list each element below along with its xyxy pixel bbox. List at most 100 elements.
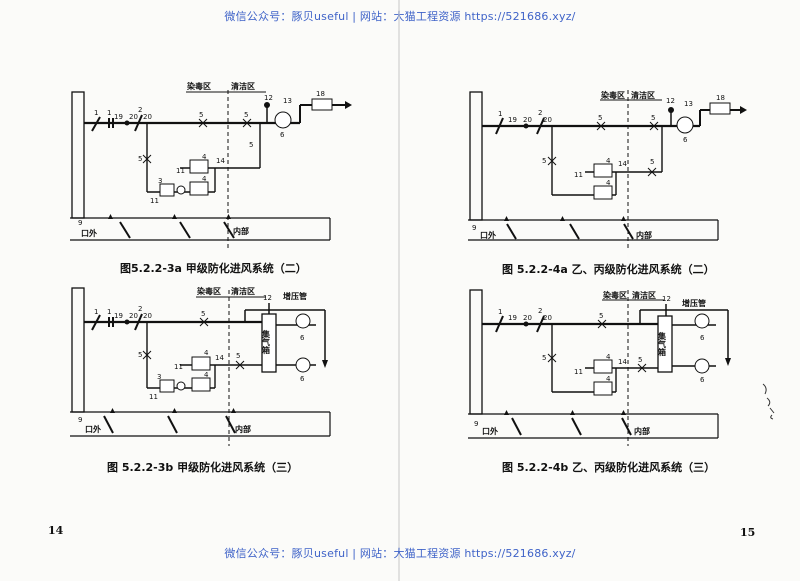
caption-4b: 图 5.2.2-4b 乙、丙级防化进风系统（三）	[502, 461, 716, 474]
svg-text:4: 4	[202, 175, 207, 183]
svg-text:集气箱: 集气箱	[657, 331, 667, 357]
svg-text:2: 2	[138, 305, 142, 313]
svg-text:19: 19	[508, 116, 517, 124]
svg-text:集气箱: 集气箱	[261, 329, 271, 355]
caption-3a: 图5.2.2-3a 甲级防化进风系统（二）	[120, 262, 307, 275]
svg-text:5: 5	[651, 114, 655, 122]
svg-text:口外: 口外	[480, 230, 496, 240]
svg-text:5: 5	[542, 157, 546, 165]
svg-text:内部: 内部	[233, 226, 249, 236]
box-18	[311, 98, 333, 111]
page-spine	[398, 0, 400, 581]
svg-text:6: 6	[300, 334, 305, 342]
svg-text:11: 11	[174, 363, 183, 371]
svg-text:清洁区: 清洁区	[632, 290, 656, 300]
svg-text:20: 20	[523, 314, 532, 322]
diagram-4b: 染毒区 清洁区 集气箱 1 19 20 2 20 5 12 增压管 6 6 5 …	[400, 200, 800, 460]
svg-text:4: 4	[606, 353, 611, 361]
scan-mark	[762, 383, 775, 420]
svg-text:5: 5	[598, 114, 602, 122]
svg-text:9: 9	[78, 219, 82, 227]
zone-clean: 清洁区	[231, 81, 255, 91]
svg-text:19: 19	[508, 314, 517, 322]
svg-text:5: 5	[650, 158, 654, 166]
svg-text:20: 20	[129, 312, 138, 320]
svg-text:5: 5	[201, 310, 205, 318]
svg-text:3: 3	[157, 373, 161, 381]
fan-6	[274, 111, 292, 129]
svg-text:9: 9	[472, 224, 476, 232]
svg-text:染毒区: 染毒区	[600, 90, 625, 100]
svg-text:清洁区: 清洁区	[231, 286, 255, 296]
svg-text:20: 20	[143, 113, 152, 121]
svg-text:11: 11	[574, 368, 583, 376]
svg-text:6: 6	[280, 131, 285, 139]
svg-text:11: 11	[176, 167, 185, 175]
diagram-3a: 染毒区 清洁区 1 1 19 20 2 20 5 5 12 13 18 6 5 …	[0, 0, 400, 260]
svg-text:增压管: 增压管	[682, 298, 706, 308]
svg-text:1: 1	[498, 308, 502, 316]
svg-text:4: 4	[606, 375, 611, 383]
svg-text:4: 4	[204, 349, 209, 357]
zone-dirty: 染毒区	[186, 81, 211, 91]
caption-3b: 图 5.2.2-3b 甲级防化进风系统（三）	[107, 461, 299, 474]
svg-text:2: 2	[138, 106, 142, 114]
svg-text:1: 1	[94, 109, 98, 117]
svg-text:20: 20	[523, 116, 532, 124]
svg-text:14: 14	[618, 160, 627, 168]
svg-text:11: 11	[149, 393, 158, 401]
svg-text:4: 4	[606, 157, 611, 165]
svg-text:1: 1	[94, 308, 98, 316]
svg-text:13: 13	[283, 97, 292, 105]
svg-text:口外: 口外	[482, 426, 498, 436]
svg-text:5: 5	[236, 352, 240, 360]
svg-text:18: 18	[316, 90, 325, 98]
svg-text:14: 14	[215, 354, 224, 362]
svg-text:13: 13	[684, 100, 693, 108]
svg-text:5: 5	[249, 141, 253, 149]
svg-text:染毒区: 染毒区	[196, 286, 221, 296]
svg-text:19: 19	[114, 113, 123, 121]
svg-text:14: 14	[618, 358, 627, 366]
svg-text:6: 6	[300, 375, 305, 383]
svg-text:4: 4	[202, 153, 207, 161]
svg-text:20: 20	[543, 314, 552, 322]
svg-text:5: 5	[542, 354, 546, 362]
svg-text:1: 1	[498, 110, 502, 118]
svg-text:18: 18	[716, 94, 725, 102]
svg-text:20: 20	[129, 113, 138, 121]
svg-text:增压管: 增压管	[283, 291, 307, 301]
svg-text:4: 4	[204, 371, 209, 379]
svg-text:5: 5	[638, 356, 642, 364]
svg-text:12: 12	[662, 295, 671, 303]
svg-text:清洁区: 清洁区	[631, 90, 655, 100]
svg-text:3: 3	[158, 177, 162, 185]
svg-text:内部: 内部	[235, 424, 251, 434]
svg-text:14: 14	[216, 157, 225, 165]
svg-text:2: 2	[538, 307, 542, 315]
svg-text:口外: 口外	[85, 424, 101, 434]
page-number-right: 15	[740, 526, 756, 539]
diagram-4a: 染毒区 清洁区 1 19 20 2 20 5 5 12 13 18 6 5 4 …	[400, 0, 800, 260]
svg-text:12: 12	[666, 97, 675, 105]
svg-text:内部: 内部	[636, 230, 652, 240]
svg-text:6: 6	[683, 136, 688, 144]
svg-text:6: 6	[700, 334, 705, 342]
svg-text:11: 11	[574, 171, 583, 179]
svg-text:20: 20	[543, 116, 552, 124]
svg-text:5: 5	[199, 111, 203, 119]
svg-text:12: 12	[264, 94, 273, 102]
svg-text:5: 5	[138, 155, 142, 163]
outlet-arrow	[345, 101, 352, 109]
svg-text:1: 1	[107, 308, 111, 316]
svg-text:染毒区: 染毒区	[602, 290, 627, 300]
caption-4a: 图 5.2.2-4a 乙、丙级防化进风系统（二）	[502, 263, 715, 276]
door-mark	[119, 221, 131, 239]
svg-text:5: 5	[244, 111, 248, 119]
watermark-bottom: 微信公众号：豚贝useful | 网站：大猫工程资源 https://52168…	[224, 547, 576, 560]
svg-text:2: 2	[538, 109, 542, 117]
svg-text:20: 20	[143, 312, 152, 320]
svg-text:4: 4	[606, 179, 611, 187]
page-number-left: 14	[48, 524, 64, 537]
svg-text:6: 6	[700, 376, 705, 384]
